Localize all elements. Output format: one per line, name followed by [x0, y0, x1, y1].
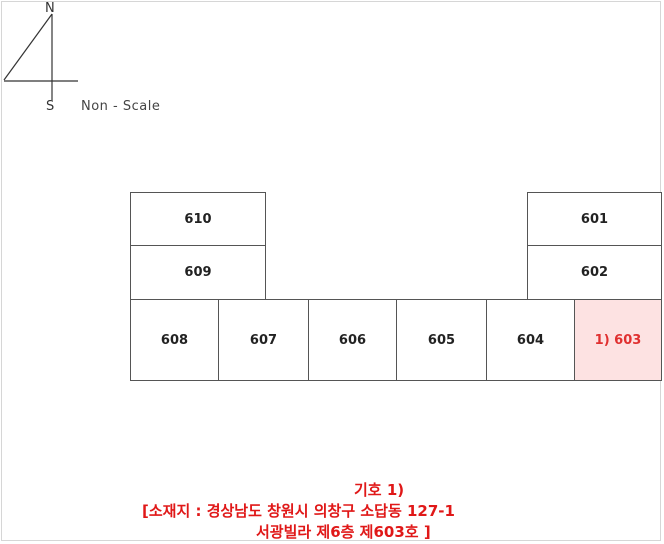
- unit-label: 605: [427, 332, 456, 348]
- unit-label: 1) 603: [594, 332, 642, 348]
- legend-address-line2: 서광빌라 제6층 제603호 ]: [256, 523, 431, 541]
- scale-note: Non - Scale: [81, 99, 161, 114]
- unit-608: 608: [130, 299, 219, 381]
- unit-602: 602: [527, 245, 662, 300]
- unit-label: 610: [184, 211, 212, 227]
- unit-610: 610: [130, 192, 266, 246]
- unit-label: 602: [580, 265, 609, 280]
- north-arrow-icon: [3, 13, 78, 100]
- unit-label: 601: [580, 211, 609, 227]
- unit-604: 604: [486, 299, 575, 381]
- north-arrow-head: [3, 13, 53, 81]
- unit-607: 607: [218, 299, 309, 381]
- unit-606: 606: [308, 299, 397, 381]
- unit-603-highlighted: 1) 603: [574, 299, 662, 381]
- legend-address-line1: [소재지 : 경상남도 창원시 의창구 소답동 127-1: [142, 502, 455, 520]
- legend-title: 기호 1): [354, 481, 405, 499]
- unit-label: 604: [516, 332, 545, 348]
- unit-609: 609: [130, 245, 266, 300]
- unit-label: 609: [184, 265, 212, 280]
- legend-block: 기호 1) [소재지 : 경상남도 창원시 의창구 소답동 127-1 서광빌라…: [140, 480, 660, 543]
- unit-label: 607: [249, 332, 278, 348]
- unit-label: 608: [160, 332, 189, 348]
- compass-north-label: N: [45, 1, 55, 16]
- unit-601: 601: [527, 192, 662, 246]
- compass-south-label: S: [46, 99, 55, 114]
- unit-605: 605: [396, 299, 487, 381]
- unit-label: 606: [338, 332, 367, 348]
